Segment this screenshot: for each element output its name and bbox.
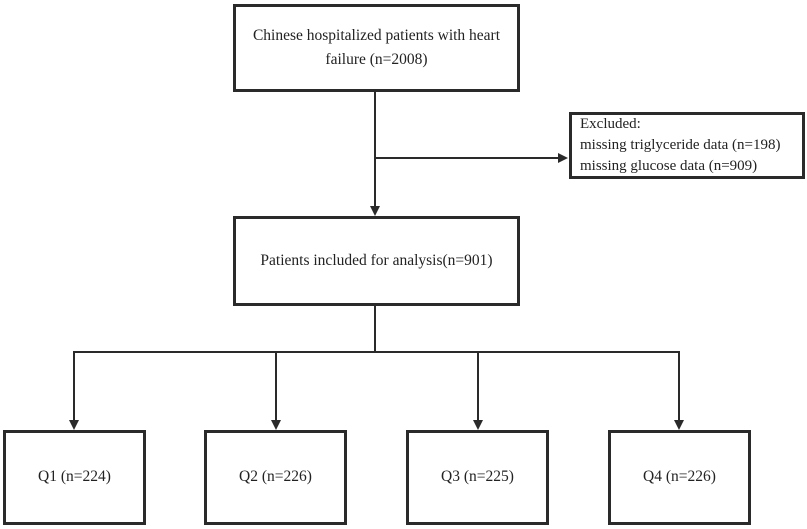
group-q1-box: Q1 (n=224) [3,430,146,525]
excluded-box: Excluded: missing triglyceride data (n=1… [569,112,805,179]
source-population-box: Chinese hospitalized patients with heart… [233,4,520,92]
group-q3-box: Q3 (n=225) [406,430,549,525]
group-q3-label: Q3 (n=225) [441,468,514,486]
excluded-reason-glucose: missing glucose data (n=909) [580,158,758,174]
group-q2-box: Q2 (n=226) [204,430,347,525]
excluded-title: Excluded: [580,116,641,132]
included-patients-label: Patients included for analysis(n=901) [260,251,493,269]
group-q2-label: Q2 (n=226) [239,468,312,486]
excluded-content: Excluded: missing triglyceride data (n=1… [580,114,781,177]
group-q1-label: Q1 (n=224) [38,468,111,486]
group-q4-box: Q4 (n=226) [608,430,751,525]
group-q4-label: Q4 (n=226) [643,468,716,486]
excluded-reason-triglyceride: missing triglyceride data (n=198) [580,137,781,153]
source-population-label: Chinese hospitalized patients with heart… [252,26,501,68]
included-patients-box: Patients included for analysis(n=901) [233,216,520,306]
